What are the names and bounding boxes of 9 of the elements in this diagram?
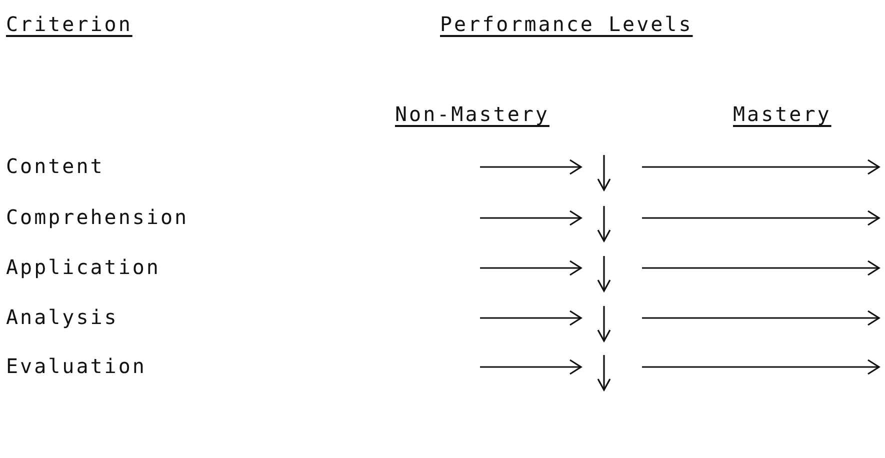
criterion-label: Comprehension bbox=[6, 205, 189, 229]
criterion-label: Application bbox=[6, 255, 160, 279]
column-heading: Performance Levels bbox=[440, 12, 693, 36]
column-heading: Mastery bbox=[733, 102, 832, 126]
criterion-label: Analysis bbox=[6, 305, 118, 329]
column-heading: Criterion bbox=[6, 12, 132, 36]
criterion-label: Content bbox=[6, 154, 104, 178]
criterion-label: Evaluation bbox=[6, 354, 146, 378]
column-heading: Non-Mastery bbox=[395, 102, 550, 126]
